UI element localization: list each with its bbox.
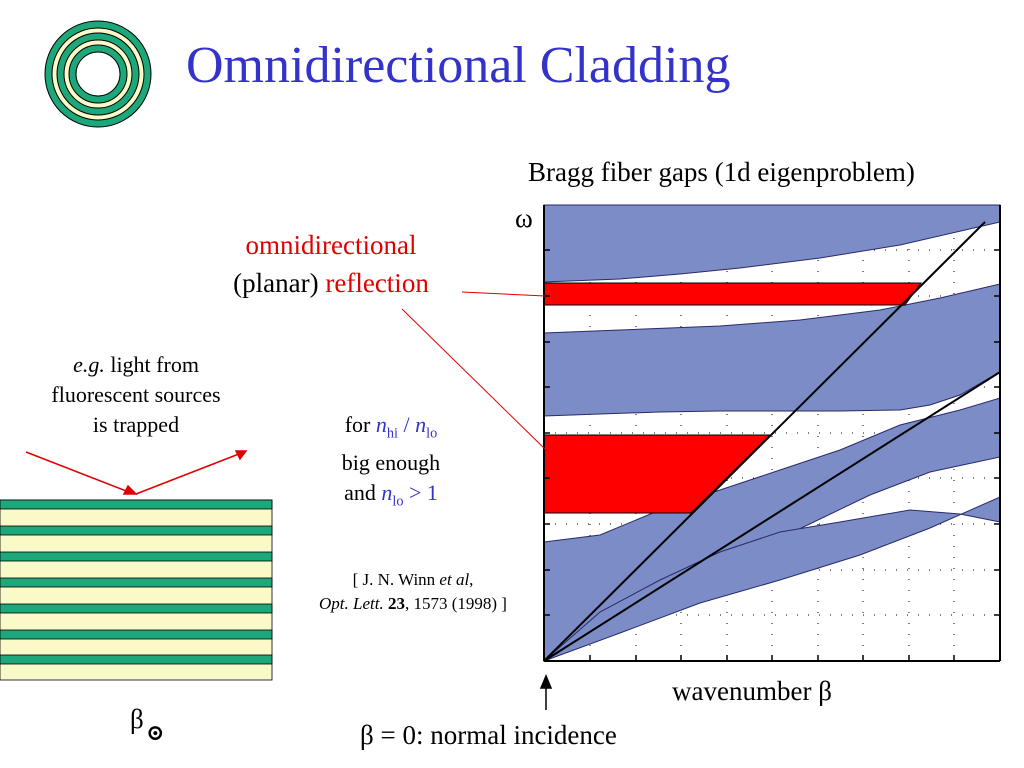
cond-n-symbol-2: n: [415, 412, 427, 437]
omni-line-2: (planar) reflection: [200, 264, 462, 302]
fiber-rings-icon: [44, 20, 152, 128]
x-axis-label: wavenumber β: [672, 676, 832, 706]
stack-beta-label: β: [130, 704, 144, 734]
citation-volume: 23: [387, 594, 405, 613]
citation-etal: et al: [439, 570, 470, 589]
cond-gt: > 1: [408, 480, 438, 506]
up-arrow-icon: [539, 674, 553, 710]
citation-line-1: [ J. N. Winn et al,: [278, 568, 548, 592]
omni-reflection: reflection: [325, 268, 429, 298]
citation-rest: , 1573 (1998) ]: [404, 594, 507, 613]
reflected-ray: [25, 450, 248, 495]
cond-line-2: big enough: [341, 450, 441, 476]
cond-for: for: [344, 412, 371, 437]
band-diagram: [543, 204, 1001, 662]
cond-n-symbol-3: n: [381, 480, 393, 506]
multilayer-stack: [0, 499, 273, 681]
light-line-3: is trapped: [92, 412, 180, 437]
cond-n-lo: nlo: [415, 412, 437, 441]
cond-n-lo-2: nlo: [381, 480, 403, 509]
cond-lo-sub: lo: [426, 425, 438, 442]
omni-planar: (planar): [233, 268, 319, 298]
light-trapping-note: e.g. light from fluorescent sources is t…: [18, 350, 254, 440]
normal-incidence-note: β = 0: normal incidence: [360, 720, 617, 750]
plot-title: Bragg fiber gaps (1d eigenproblem): [528, 157, 915, 187]
light-line-1: e.g. light from: [18, 350, 254, 380]
citation: [ J. N. Winn et al, Opt. Lett. 23, 1573 …: [278, 568, 548, 616]
cond-n-symbol: n: [375, 412, 387, 437]
cond-and: and: [344, 480, 376, 506]
gap-highlight-1: [543, 282, 922, 306]
out-of-plane-icon: ⊙: [146, 720, 165, 745]
citation-line-2: Opt. Lett. 23, 1573 (1998) ]: [278, 592, 548, 616]
slide-title: Omnidirectional Cladding: [186, 37, 731, 94]
light-line-2: fluorescent sources: [51, 382, 221, 407]
cond-line-3: and nlo > 1: [318, 478, 464, 516]
light-from: light from: [110, 352, 199, 377]
cond-slash: /: [403, 412, 410, 437]
omni-line-1: omnidirectional: [245, 230, 417, 260]
citation-open: [ J. N. Winn: [352, 570, 436, 589]
y-axis-label: ω: [515, 203, 533, 233]
callout-leaders: [401, 291, 549, 453]
cond-line-1: for nhi / nlo: [318, 410, 464, 448]
cond-hi-sub: hi: [386, 425, 399, 442]
light-eg: e.g.: [73, 352, 105, 377]
omnidirectional-reflection-callout: omnidirectional (planar) reflection: [200, 226, 462, 302]
citation-comma: ,: [469, 570, 474, 589]
cond-lo-sub-2: lo: [392, 493, 404, 510]
citation-journal: Opt. Lett.: [319, 594, 384, 613]
cond-n-hi: nhi: [375, 412, 398, 441]
index-contrast-condition: for nhi / nlo big enough and nlo > 1: [318, 410, 464, 517]
